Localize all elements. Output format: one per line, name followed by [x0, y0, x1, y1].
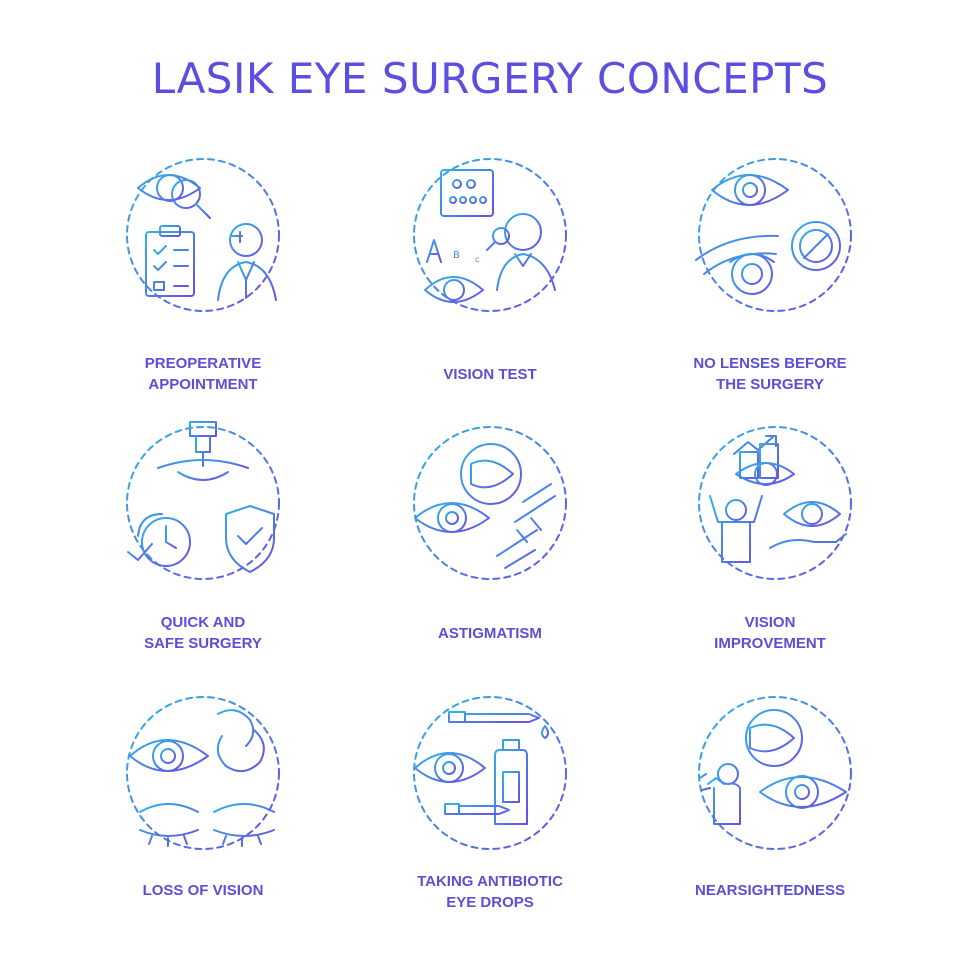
astigmatism-eye-icon — [413, 426, 567, 580]
caption-astigmatism: ASTIGMATISM — [438, 625, 542, 642]
caption-nearsightedness: NEARSIGHTEDNESS — [694, 882, 846, 899]
page-title: LASIK EYE SURGERY CONCEPTS — [151, 54, 829, 103]
nearsighted-eye-person-icon — [698, 696, 852, 850]
eye-magnifier-checklist-doctor-icon — [126, 158, 280, 312]
svg-text:c: c — [475, 255, 479, 264]
laser-clock-shield-icon — [126, 421, 280, 580]
contact-lens-prohibited-icon — [695, 158, 852, 312]
caption-vision-test: VISION TEST — [443, 366, 537, 383]
eye-improvement-person-icon — [698, 426, 852, 580]
eye-chart-optometrist-icon: B c — [413, 158, 567, 312]
svg-text:B: B — [453, 250, 460, 261]
eye-drops-bottle-icon — [413, 696, 567, 850]
caption-loss-of-vision: LOSS OF VISION — [142, 882, 264, 899]
glasses-closed-eyes-icon — [126, 696, 280, 850]
